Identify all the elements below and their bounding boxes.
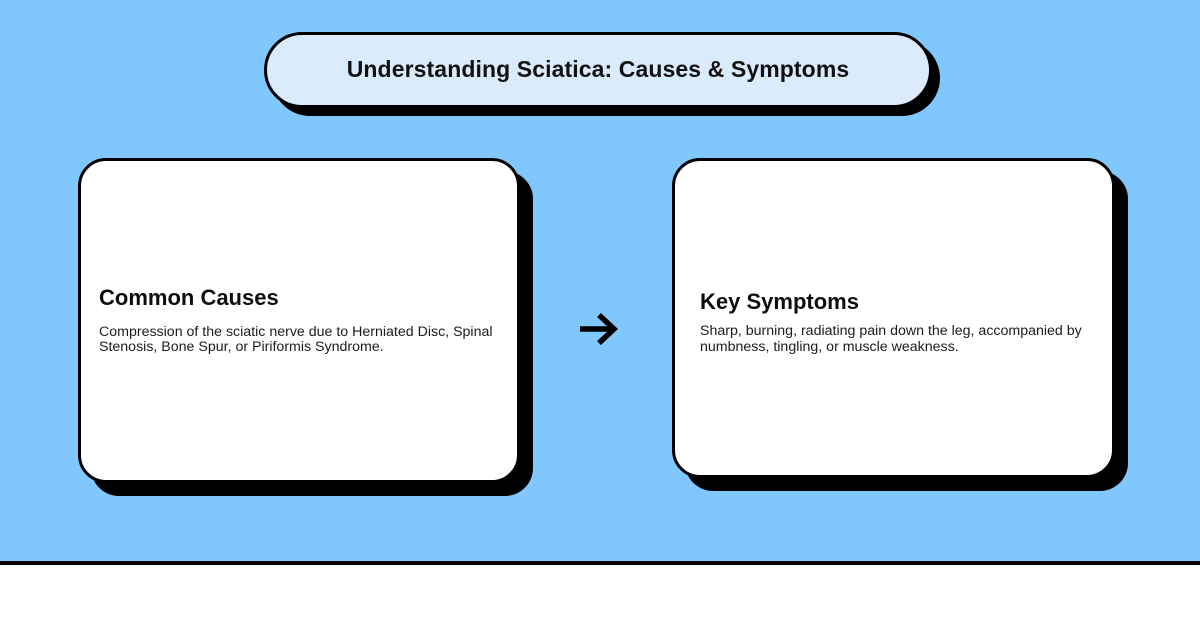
card-common-causes: Common Causes Compression of the sciatic… — [78, 158, 520, 483]
card-key-symptoms-body: Sharp, burning, radiating pain down the … — [700, 323, 1082, 355]
canvas-divider-rule — [0, 561, 1200, 565]
card-key-symptoms-heading: Key Symptoms — [700, 288, 859, 314]
card-key-symptoms: Key Symptoms Sharp, burning, radiating p… — [672, 158, 1115, 478]
card-common-causes-body: Compression of the sciatic nerve due to … — [99, 323, 493, 356]
card-common-causes-content: Common Causes Compression of the sciatic… — [81, 161, 517, 480]
card-key-symptoms-content: Key Symptoms Sharp, burning, radiating p… — [675, 161, 1112, 475]
footer-area — [0, 565, 1200, 630]
arrow-right-icon — [578, 310, 620, 348]
page-title: Understanding Sciatica: Causes & Symptom… — [346, 56, 850, 83]
card-common-causes-heading: Common Causes — [99, 285, 279, 311]
title-banner: Understanding Sciatica: Causes & Symptom… — [264, 32, 932, 108]
